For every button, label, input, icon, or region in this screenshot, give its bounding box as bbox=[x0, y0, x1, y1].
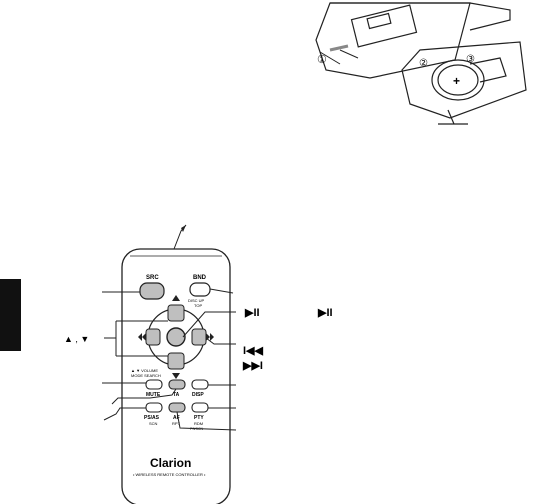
remote-back-outline bbox=[315, 2, 471, 79]
ta-label: TA bbox=[173, 392, 180, 398]
mode-search-label: MODE SEARCH bbox=[131, 373, 161, 378]
af-sub-label: RPT bbox=[172, 421, 181, 426]
pty-sub-label: RDM bbox=[194, 421, 203, 426]
mute-label: MUTE bbox=[146, 392, 161, 398]
ps-as-label: PS/AS bbox=[144, 415, 160, 421]
up-button[interactable] bbox=[167, 304, 185, 322]
cover-latch bbox=[366, 12, 392, 30]
ta-button[interactable] bbox=[168, 379, 186, 390]
up-arrow-icon bbox=[172, 295, 180, 301]
bnd-sub-label: DISC UP bbox=[188, 298, 205, 303]
slide-arrow bbox=[329, 44, 349, 52]
volume-label: ▲ ▼ VOLUME bbox=[131, 368, 158, 373]
remote-outline bbox=[121, 248, 231, 504]
remote-back-edge bbox=[330, 2, 511, 31]
bnd-sub-label-2: TOP bbox=[194, 303, 202, 308]
battery-coin bbox=[431, 59, 485, 101]
callout-af bbox=[176, 411, 237, 431]
callout-lines bbox=[102, 288, 237, 431]
ir-leader-arrow bbox=[181, 225, 186, 232]
ps-as-button[interactable] bbox=[145, 402, 163, 413]
callout-ta bbox=[111, 388, 177, 405]
step-3-label: ③ bbox=[466, 54, 475, 65]
callout-bnd bbox=[209, 288, 234, 294]
next-button[interactable] bbox=[191, 328, 207, 346]
step-2-label: ② bbox=[419, 58, 428, 69]
pty-button[interactable] bbox=[191, 402, 209, 413]
bnd-label: BND bbox=[193, 275, 207, 281]
battery-compartment-drawing bbox=[315, 2, 527, 125]
mute-button[interactable] bbox=[145, 379, 163, 390]
down-arrow-icon bbox=[172, 373, 180, 379]
af-button[interactable] bbox=[168, 402, 186, 413]
battery-coin-inner bbox=[437, 64, 479, 96]
af-label: AF bbox=[173, 415, 180, 421]
disp-label: DISP bbox=[192, 392, 204, 398]
prev-button[interactable] bbox=[145, 328, 161, 346]
src-button[interactable] bbox=[139, 282, 165, 300]
prev-icon bbox=[138, 333, 146, 341]
section-tab bbox=[0, 279, 21, 351]
src-label: SRC bbox=[146, 275, 159, 281]
callout-ps-as bbox=[103, 407, 146, 421]
callout-prev-label: I◀◀ bbox=[243, 345, 264, 357]
battery-cover bbox=[350, 4, 418, 48]
direction-pad bbox=[138, 295, 214, 379]
remote-body bbox=[121, 248, 231, 504]
bnd-button[interactable] bbox=[189, 282, 211, 297]
disp-button[interactable] bbox=[191, 379, 209, 390]
down-button[interactable] bbox=[167, 352, 185, 370]
brand-logo: Clarion bbox=[150, 456, 191, 470]
next-icon bbox=[206, 333, 214, 341]
callout-play-pause bbox=[182, 311, 236, 338]
callout-play-pause-far-label: ▶II bbox=[317, 307, 333, 319]
holder-leader-line bbox=[447, 109, 455, 125]
battery-holder bbox=[469, 57, 507, 83]
callout-next-label: ▶▶I bbox=[242, 360, 263, 372]
remote-open-outline bbox=[401, 41, 527, 119]
cover-slide-mark bbox=[319, 51, 341, 65]
callout-prev-next bbox=[205, 337, 236, 345]
play-pause-button[interactable] bbox=[166, 327, 186, 347]
callout-up-down-label: ▲ , ▼ bbox=[64, 334, 89, 344]
battery-plus: + bbox=[453, 74, 460, 88]
remote-caption: • WIRELESS REMOTE CONTROLLER • bbox=[133, 472, 206, 477]
ps-as-sub-label: SCN bbox=[149, 421, 158, 426]
callout-play-pause-label: ▶II bbox=[244, 307, 260, 319]
pty-label: PTY bbox=[194, 415, 204, 421]
cover-slide-mark-2 bbox=[339, 49, 359, 59]
step-1-label: ① bbox=[317, 54, 327, 66]
